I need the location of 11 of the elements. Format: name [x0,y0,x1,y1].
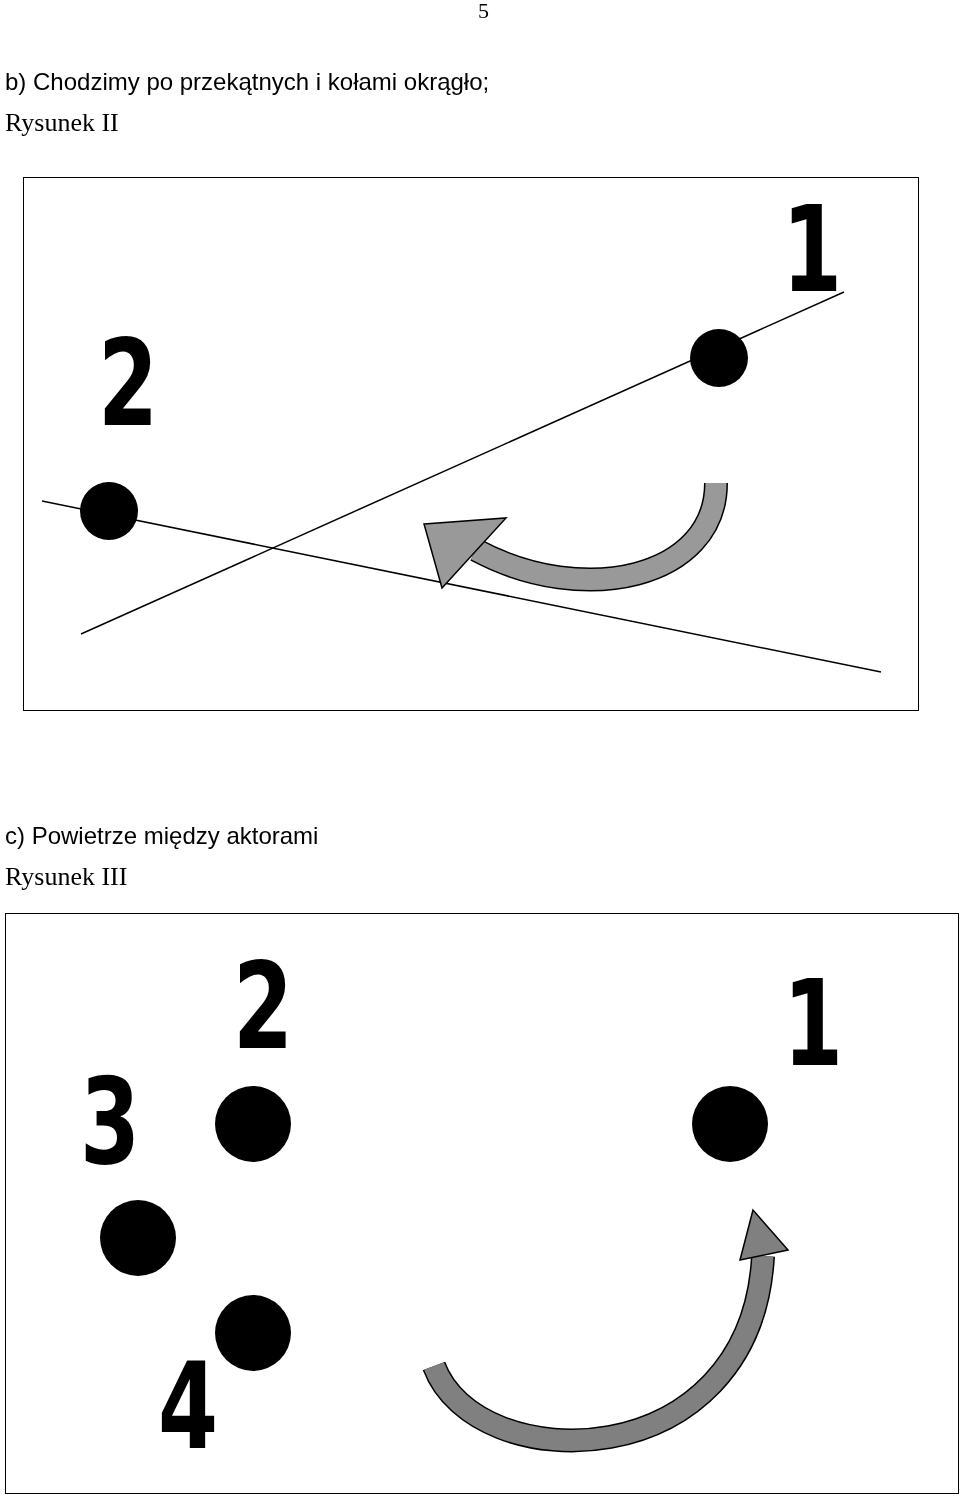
figure-caption: Rysunek II [5,108,119,138]
position-number: 2 [233,947,294,1067]
section-heading: c) Powietrze między aktorami [5,822,319,850]
position-number: 1 [782,190,843,310]
position-number: 3 [80,1062,141,1182]
section-heading: b) Chodzimy po przekątnych i kołami okrągło; [5,68,490,96]
page-number: 5 [478,0,489,24]
position-number: 4 [158,1347,219,1467]
figure-caption: Rysunek III [5,862,128,892]
position-number: 2 [98,324,159,444]
position-number: 1 [783,964,844,1084]
